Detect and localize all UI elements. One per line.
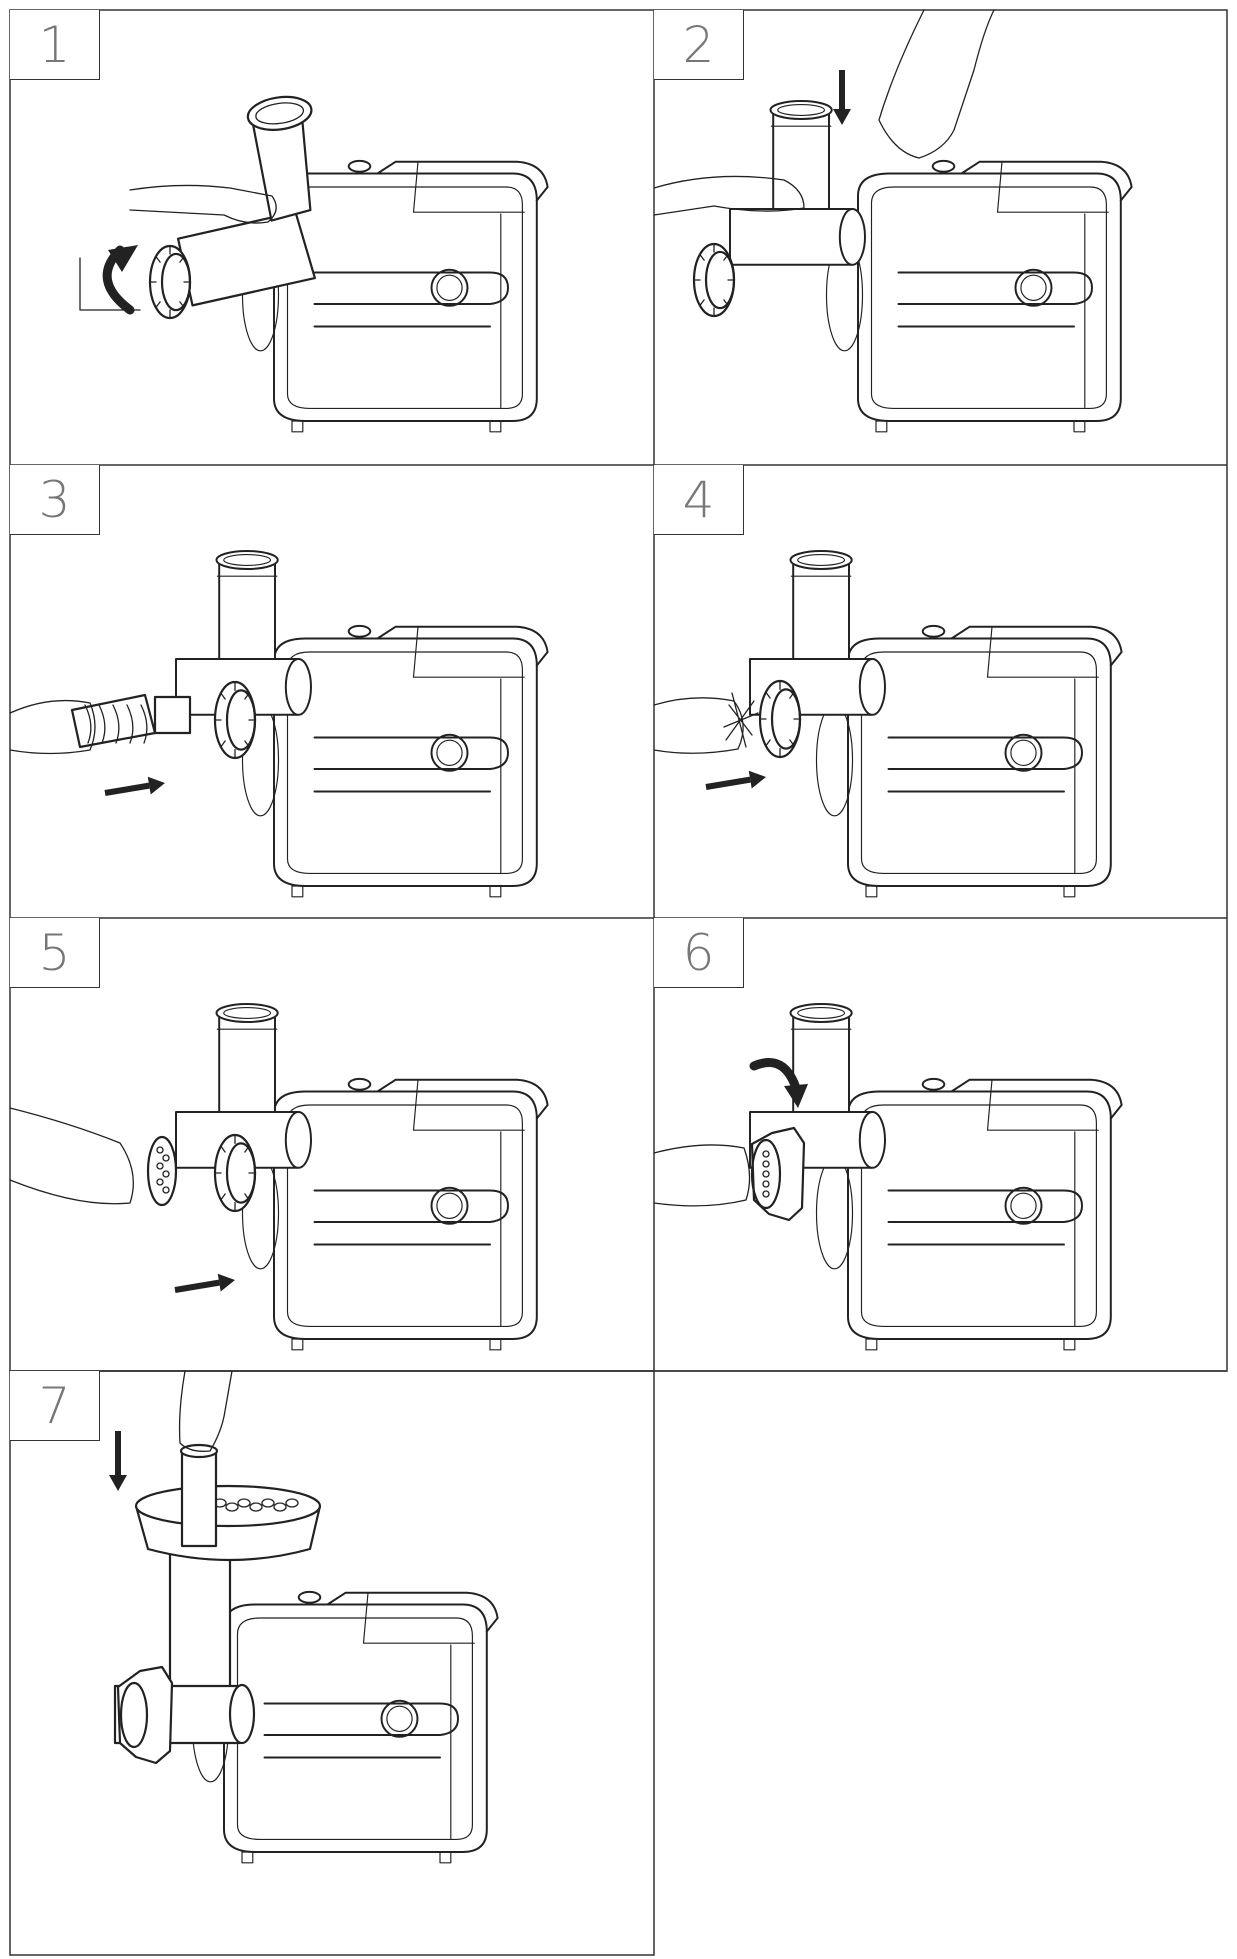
motor-body-icon [191, 1590, 499, 1864]
step-3-illustration [9, 550, 549, 898]
step-1-illustration [79, 95, 549, 433]
step-2-illustration [653, 9, 1133, 433]
grinder-tube-icon [729, 100, 866, 266]
speed-knob-icon [1004, 1186, 1043, 1225]
hand-icon [9, 1107, 134, 1205]
release-button-icon [921, 624, 946, 638]
motor-body-icon [825, 159, 1133, 433]
locking-ring-icon [758, 679, 802, 759]
cross-blade-icon [723, 692, 759, 748]
pressing-hand-icon [878, 9, 995, 159]
step-number: 7 [10, 1371, 100, 1441]
speed-knob-icon [430, 268, 469, 307]
food-tray-icon [134, 1484, 322, 1562]
hand-icon [129, 184, 277, 224]
step-panel-6: 6 [653, 918, 1227, 1371]
release-button-icon [347, 1077, 372, 1091]
speed-knob-icon [430, 733, 469, 772]
detached-tube-icon [176, 95, 316, 307]
motor-body-icon [815, 624, 1123, 898]
press-arrow-icon [833, 70, 851, 125]
locking-ring-icon [692, 242, 736, 318]
tightened-ring-icon [750, 1126, 806, 1222]
step-panel-3: 3 [9, 465, 654, 918]
press-arrow-icon [109, 1431, 127, 1491]
step-6-illustration [653, 1003, 1123, 1351]
step-panel-1: 1 [10, 10, 654, 465]
locking-ring-icon [116, 1665, 174, 1765]
locking-ring-icon [148, 244, 192, 320]
speed-knob-icon [380, 1699, 419, 1738]
locking-ring-icon [213, 1133, 257, 1213]
motor-body-icon [815, 1077, 1123, 1351]
release-button-icon [921, 1077, 946, 1091]
feed-throat-icon [113, 1544, 256, 1745]
cutting-plate-icon [146, 1135, 178, 1207]
food-pusher-icon [179, 1443, 219, 1548]
speed-knob-icon [1014, 268, 1053, 307]
step-number: 4 [654, 465, 744, 535]
release-button-icon [347, 159, 372, 173]
speed-knob-icon [430, 1186, 469, 1225]
rotation-arrow-icon [749, 1058, 808, 1108]
step-number: 2 [654, 10, 744, 80]
hand-icon [653, 175, 805, 216]
step-panel-4: 4 [653, 465, 1227, 918]
step-number: 6 [654, 918, 744, 988]
insert-arrow-icon [174, 1273, 235, 1293]
auger-icon [70, 693, 192, 749]
insert-arrow-icon [705, 770, 766, 790]
pressing-hand-icon [178, 1370, 233, 1452]
release-button-icon [931, 159, 956, 173]
step-number: 3 [10, 465, 100, 535]
speed-knob-icon [1004, 733, 1043, 772]
rotation-arrow-icon [102, 245, 138, 315]
release-button-icon [297, 1590, 322, 1604]
step-4-illustration [653, 550, 1123, 898]
step-number: 1 [10, 10, 100, 80]
locking-ring-icon [213, 680, 257, 760]
step-panel-2: 2 [653, 9, 1227, 465]
step-number: 5 [10, 918, 100, 988]
hand-icon [653, 1144, 751, 1207]
step-panel-5: 5 [9, 918, 654, 1371]
step-panel-7: 7 [10, 1370, 654, 1955]
step-5-illustration [9, 1003, 549, 1351]
grinder-tube-icon [175, 1003, 312, 1169]
release-button-icon [347, 624, 372, 638]
insert-arrow-icon [104, 776, 165, 796]
hand-icon [9, 699, 96, 755]
motor-body-icon [241, 624, 549, 898]
step-7-illustration [109, 1370, 499, 1864]
hand-icon [653, 697, 744, 754]
